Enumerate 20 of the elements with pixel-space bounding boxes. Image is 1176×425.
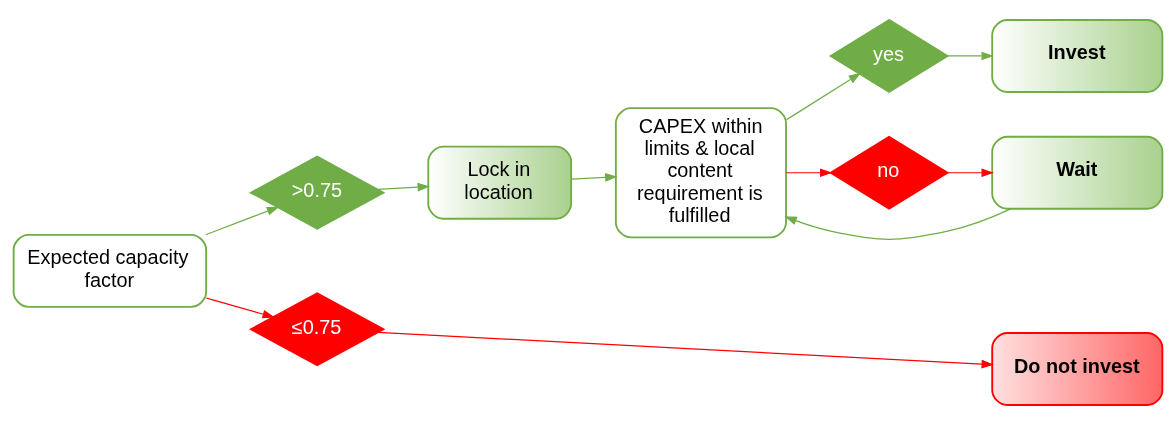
arrow: [205, 206, 280, 236]
arrow: [784, 208, 1012, 240]
arrow: [205, 297, 275, 319]
arrow: [946, 51, 994, 61]
node-box: CAPEX within limits & local content requirement is fulfilled: [614, 107, 787, 239]
node-diamond: >0.75: [249, 155, 386, 230]
node-box: Wait: [991, 135, 1164, 210]
arrow: [377, 182, 430, 192]
arrow: [785, 72, 862, 121]
node-diamond: yes: [828, 18, 950, 94]
node-box: Do not invest: [991, 332, 1164, 406]
node-box: Lock in location: [427, 145, 573, 220]
node-box: Expected capacity factor: [12, 233, 208, 308]
arrow: [377, 331, 994, 369]
arrow: [946, 168, 994, 178]
arrow: [785, 168, 833, 178]
node-diamond: ≤0.75: [249, 292, 386, 367]
arrow: [570, 173, 618, 182]
node-box: Invest: [991, 19, 1164, 93]
node-diamond: no: [828, 135, 950, 210]
